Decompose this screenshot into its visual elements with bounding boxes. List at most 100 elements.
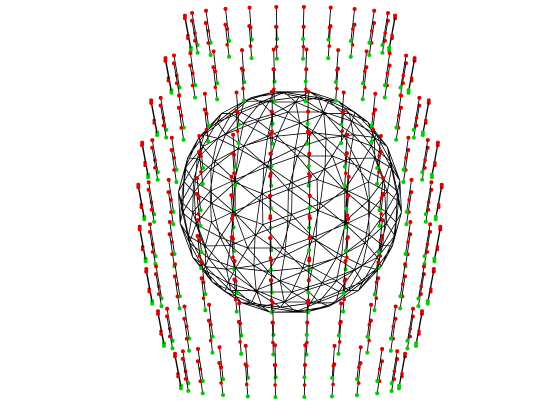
- field-line-end-marker: [271, 47, 276, 52]
- field-line-midpoint-marker: [179, 126, 183, 130]
- field-line-end-marker: [180, 356, 185, 361]
- field-line-start-marker: [305, 121, 310, 126]
- field-line-start-marker: [336, 333, 341, 338]
- field-line-start-marker: [354, 393, 359, 398]
- field-line-start-marker: [234, 291, 239, 295]
- field-line-midpoint-marker: [417, 329, 421, 334]
- field-line-segment: [384, 65, 391, 98]
- field-line-end-marker: [364, 65, 369, 70]
- field-line-start-marker: [210, 350, 215, 355]
- field-line-end-marker: [393, 304, 398, 309]
- field-line-midpoint-marker: [426, 200, 431, 204]
- field-line-start-marker: [199, 250, 204, 255]
- field-line-end-marker: [172, 274, 177, 279]
- field-line-start-marker: [416, 296, 421, 301]
- field-line-end-marker: [352, 7, 357, 11]
- field-line-start-marker: [387, 45, 392, 50]
- field-line-segment: [205, 10, 212, 43]
- field-line-end-marker: [306, 89, 311, 94]
- field-line-start-marker: [169, 90, 174, 95]
- field-line-segment: [362, 51, 368, 84]
- field-line-segment: [308, 133, 311, 167]
- field-line-midpoint-marker: [379, 196, 384, 200]
- field-line-segment: [165, 58, 172, 91]
- field-line-segment: [421, 147, 429, 180]
- field-line-start-marker: [186, 388, 191, 393]
- field-line-segment: [208, 304, 214, 337]
- field-line-midpoint-marker: [342, 279, 347, 283]
- field-line-segment: [431, 142, 439, 175]
- field-line-midpoint-marker: [305, 320, 309, 325]
- field-line-midpoint-marker: [424, 118, 428, 123]
- field-line-start-marker: [249, 37, 254, 42]
- field-line-start-marker: [221, 393, 225, 397]
- field-line-end-marker: [268, 174, 273, 179]
- field-line-end-marker: [223, 6, 228, 11]
- field-line-segment: [232, 134, 236, 167]
- field-line-end-marker: [272, 363, 277, 367]
- field-line-end-marker: [232, 259, 237, 263]
- field-line-midpoint-marker: [344, 171, 348, 175]
- field-line-end-marker: [273, 343, 277, 348]
- field-line-midpoint-marker: [327, 25, 332, 30]
- field-line-segment: [304, 345, 306, 378]
- field-line-segment: [391, 358, 398, 392]
- field-line-segment: [425, 182, 432, 215]
- field-line-end-marker: [150, 145, 155, 150]
- field-line-midpoint-marker: [241, 86, 245, 91]
- field-line-segment: [274, 345, 277, 378]
- field-line-segment: [390, 306, 397, 339]
- field-line-end-marker: [403, 262, 408, 267]
- field-line-midpoint-marker: [331, 382, 335, 387]
- field-line-midpoint-marker: [231, 255, 235, 260]
- field-line-midpoint-marker: [271, 340, 275, 345]
- field-line-end-marker: [368, 318, 373, 323]
- field-line-segment: [413, 97, 420, 130]
- field-line-end-marker: [229, 235, 234, 240]
- field-line-midpoint-marker: [423, 158, 427, 162]
- field-line-midpoint-marker: [197, 196, 201, 200]
- field-line-segment: [417, 274, 425, 307]
- field-line-start-marker: [270, 121, 275, 126]
- field-line-start-marker: [246, 375, 250, 380]
- field-line-start-marker: [236, 122, 241, 127]
- field-line-segment: [219, 347, 224, 380]
- field-line-start-marker: [307, 225, 312, 230]
- field-line-start-marker: [341, 309, 346, 314]
- field-line-end-marker: [182, 316, 187, 321]
- field-line-segment: [302, 6, 305, 40]
- field-line-start-marker: [333, 80, 338, 85]
- field-line-segment: [178, 95, 185, 128]
- field-line-midpoint-marker: [408, 327, 413, 331]
- field-line-midpoint-marker: [301, 45, 306, 49]
- field-line-start-marker: [242, 80, 247, 85]
- field-line-end-marker: [301, 5, 306, 9]
- field-line-end-marker: [229, 174, 234, 179]
- field-line-start-marker: [342, 183, 347, 188]
- field-line-end-marker: [328, 5, 333, 10]
- field-line-start-marker: [420, 170, 425, 175]
- field-line-segment: [183, 318, 190, 351]
- field-line-segment: [421, 140, 429, 173]
- field-line-midpoint-marker: [400, 372, 404, 376]
- field-line-start-marker: [306, 310, 310, 315]
- field-line-midpoint-marker: [206, 41, 210, 45]
- field-line-segment: [424, 224, 431, 257]
- field-line-segment: [236, 92, 240, 125]
- field-line-start-marker: [203, 292, 208, 297]
- field-line-end-marker: [140, 143, 145, 148]
- field-line-midpoint-marker: [159, 332, 163, 336]
- field-line-midpoint-marker: [172, 168, 176, 172]
- field-line-start-marker: [375, 166, 380, 170]
- field-line-midpoint-marker: [273, 383, 277, 387]
- field-line-midpoint-marker: [414, 116, 419, 120]
- field-line-segment: [149, 231, 156, 264]
- field-line-segment: [238, 303, 242, 336]
- field-line-midpoint-marker: [140, 247, 145, 252]
- field-line-end-marker: [408, 232, 413, 237]
- field-line-midpoint-marker: [197, 254, 202, 258]
- field-line-segment: [197, 361, 204, 394]
- field-line-start-marker: [376, 250, 381, 255]
- field-line-midpoint-marker: [407, 198, 411, 202]
- field-line-segment: [406, 316, 414, 349]
